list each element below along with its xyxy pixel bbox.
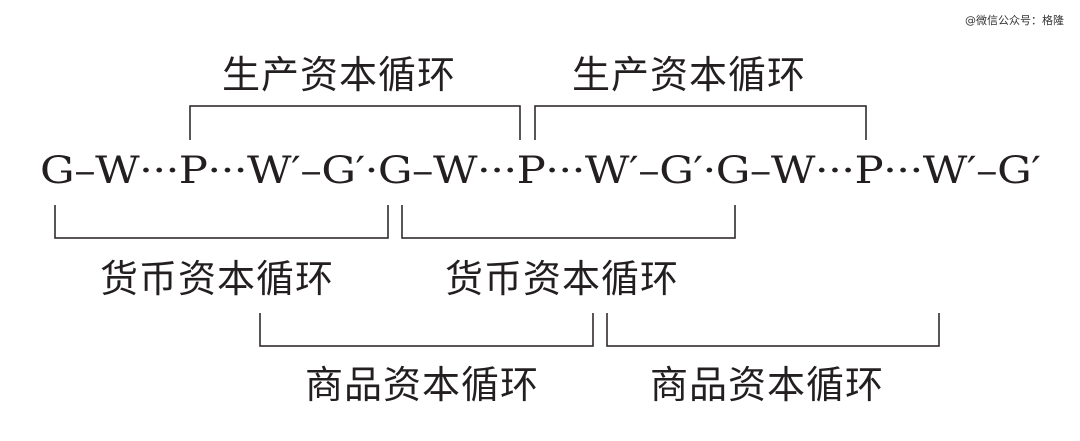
money-bracket-1: [54, 205, 389, 239]
money-cycle-label-2: 货币资本循环: [445, 257, 680, 301]
capital-circuit-formula: G–W···P···W′–G′·G–W···P···W′–G′·G–W···P·…: [40, 149, 1041, 192]
production-cycle-label-1: 生产资本循环: [222, 53, 457, 97]
money-cycle-label-1: 货币资本循环: [100, 257, 335, 301]
watermark: @微信公众号：格隆: [965, 14, 1064, 27]
commodity-bracket-2: [606, 313, 940, 347]
production-cycle-label-2: 生产资本循环: [572, 53, 807, 97]
commodity-cycle-label-2: 商品资本循环: [650, 363, 885, 407]
money-bracket-2: [401, 205, 736, 239]
production-bracket-1: [189, 105, 521, 140]
commodity-bracket-1: [259, 313, 594, 347]
production-bracket-2: [534, 105, 867, 140]
commodity-cycle-label-1: 商品资本循环: [305, 363, 540, 407]
